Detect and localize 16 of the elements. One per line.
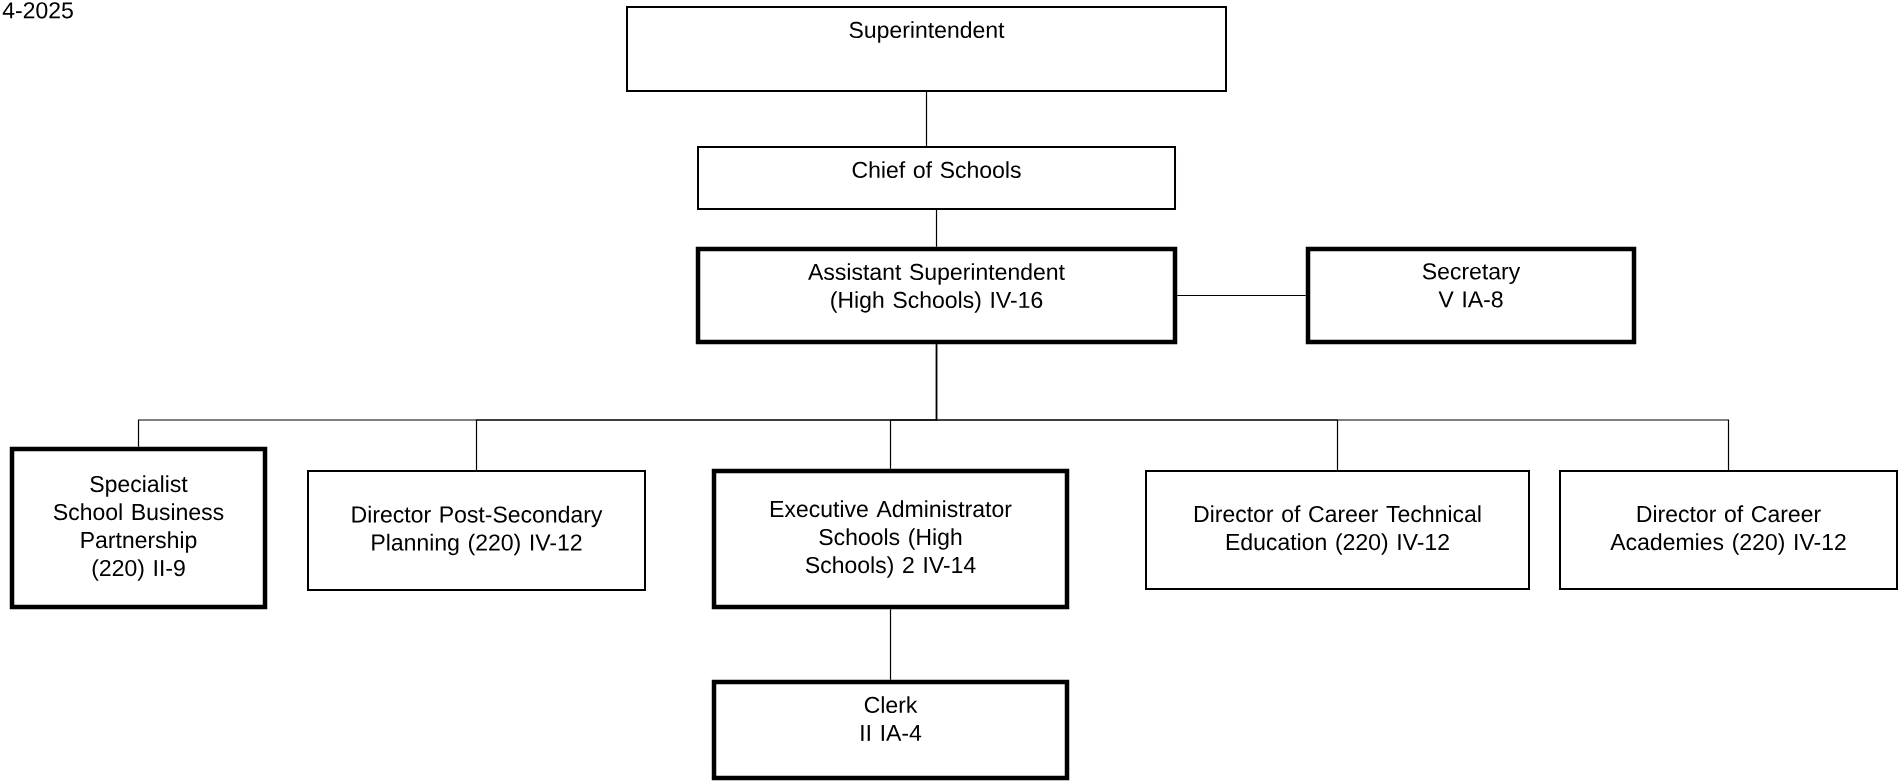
- date-label: 4-2025: [2, 2, 73, 19]
- connector-line: [1176, 294, 1307, 297]
- position-box: Director Post-Secondary Planning (220) IV-12: [307, 470, 646, 591]
- connector-line: [935, 209, 938, 248]
- position-box: Specialist School Business Partnership (220) II-9: [9, 446, 268, 610]
- position-box: Superintendent: [626, 6, 1227, 92]
- connector-line: [889, 608, 892, 681]
- connector-line: [925, 91, 928, 147]
- position-box: Secretary V IA-8: [1305, 246, 1637, 345]
- connector-line: [935, 343, 1730, 471]
- position-box: Assistant Superintendent (High Schools) IV-16: [695, 246, 1178, 345]
- position-box: Clerk II IA-4: [711, 679, 1070, 781]
- position-box: Executive Administrator Schools (High Schools) 2 IV-14: [711, 468, 1070, 610]
- position-box: Director of Career Technical Education (220) IV-12: [1145, 470, 1530, 590]
- position-box: Chief of Schools: [697, 146, 1176, 210]
- position-box: Director of Career Academies (220) IV-12: [1559, 470, 1898, 590]
